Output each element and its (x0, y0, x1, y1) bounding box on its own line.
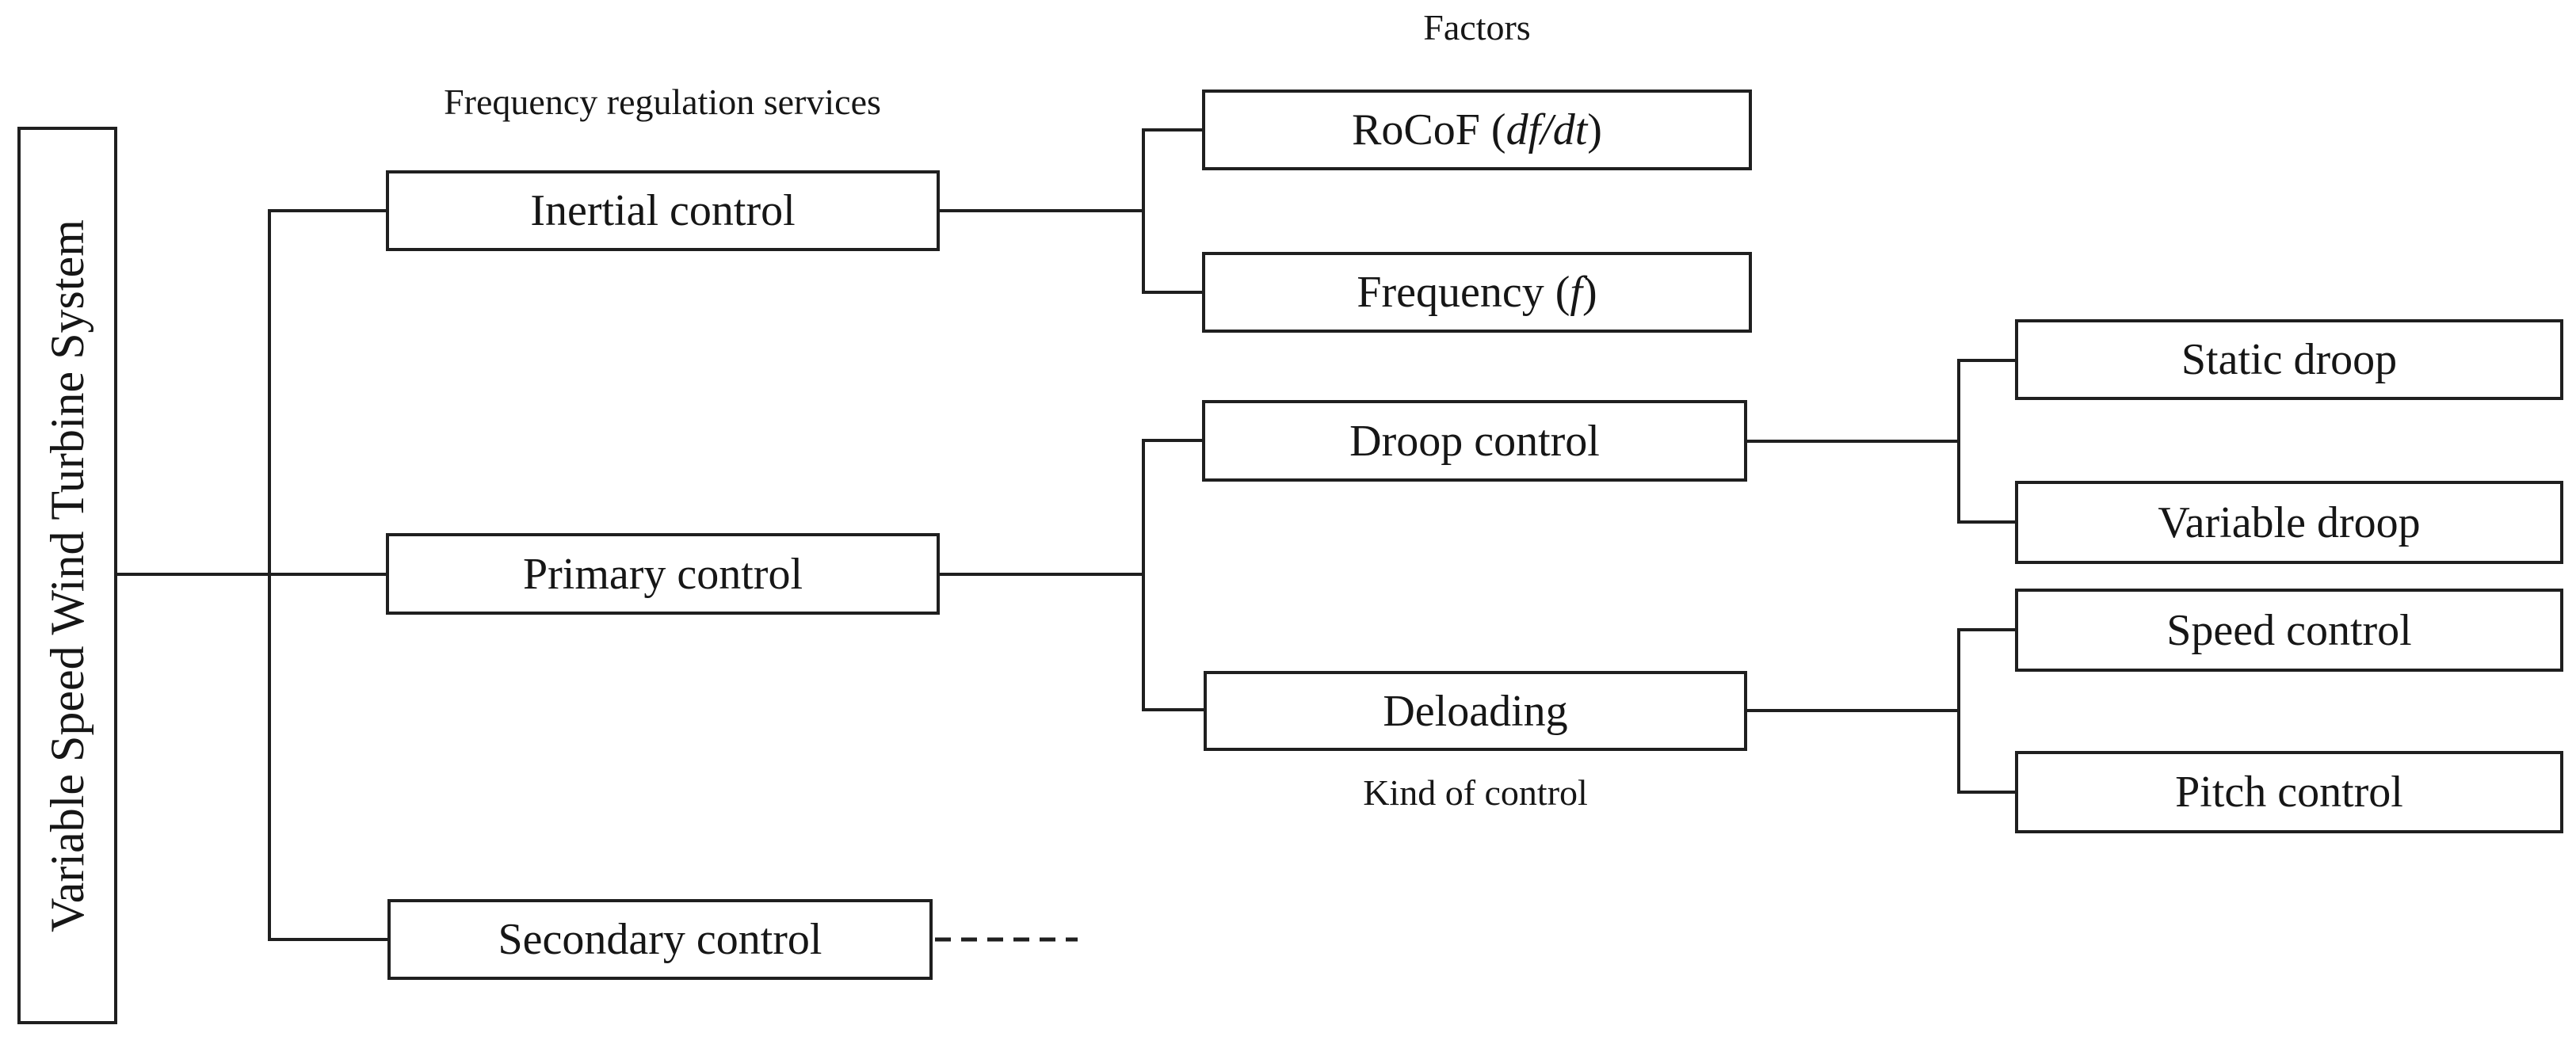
node-rocof: RoCoF (df/dt) (1202, 90, 1752, 170)
heading-frequency-regulation-services: Frequency regulation services (444, 82, 881, 122)
node-label: Primary control (522, 549, 803, 599)
node-static-droop: Static droop (2015, 319, 2563, 400)
node-label: Static droop (2181, 335, 2398, 384)
connector-droop-bracket (1957, 359, 2015, 524)
node-primary-control: Primary control (386, 533, 940, 615)
node-label: Droop control (1349, 416, 1600, 466)
heading-factors: Factors (1423, 7, 1531, 48)
connector-trunk (268, 209, 387, 941)
root-node-label: Variable Speed Wind Turbine System (41, 219, 94, 932)
connector-primary-bracket (1142, 439, 1204, 711)
heading-kind-of-control: Kind of control (1363, 772, 1588, 813)
node-droop-control: Droop control (1202, 400, 1747, 482)
node-label: Deloading (1383, 686, 1568, 736)
node-label: RoCoF (df/dt) (1352, 108, 1602, 152)
rocof-prefix: RoCoF ( (1352, 105, 1506, 154)
frequency-suffix: ) (1582, 268, 1597, 317)
rocof-suffix: ) (1587, 105, 1602, 154)
connector-factors-bracket (1142, 128, 1202, 294)
node-speed-control: Speed control (2015, 589, 2563, 672)
node-label: Variable droop (2158, 497, 2421, 547)
node-pitch-control: Pitch control (2015, 751, 2563, 833)
node-variable-droop: Variable droop (2015, 481, 2563, 564)
node-label: Frequency (f) (1357, 270, 1597, 314)
node-label: Inertial control (530, 186, 796, 235)
node-deloading: Deloading (1204, 671, 1747, 751)
node-variable-speed-wind-turbine-system: Variable Speed Wind Turbine System (17, 127, 117, 1024)
connector-deloading-bracket (1957, 628, 2015, 794)
node-label: Speed control (2166, 605, 2412, 655)
node-inertial-control: Inertial control (386, 170, 940, 251)
rocof-math: df/dt (1506, 105, 1588, 154)
frequency-prefix: Frequency ( (1357, 268, 1570, 317)
frequency-math: f (1570, 268, 1582, 317)
node-label: Pitch control (2175, 768, 2403, 817)
node-secondary-control: Secondary control (387, 899, 933, 980)
node-label: Secondary control (498, 915, 822, 964)
node-frequency: Frequency (f) (1202, 252, 1752, 333)
